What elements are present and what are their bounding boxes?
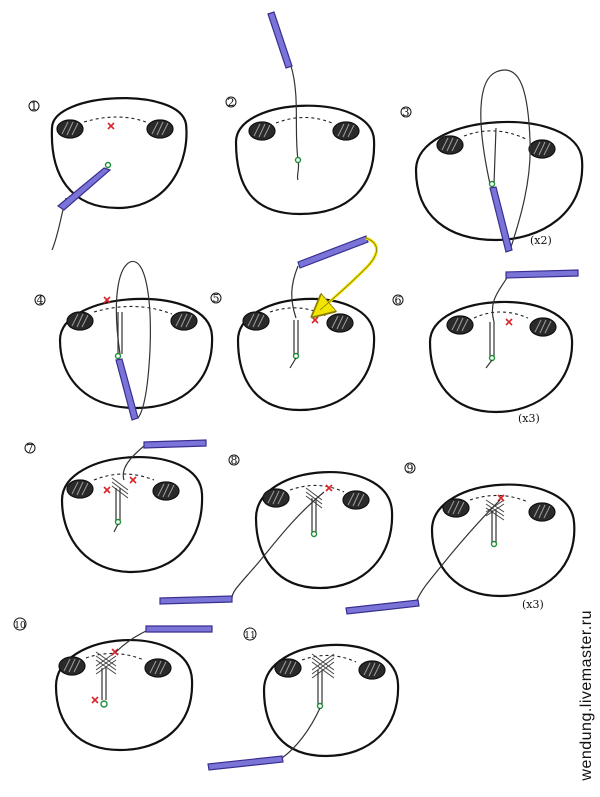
stitch-point	[292, 352, 300, 360]
target-cross	[505, 318, 513, 326]
cross-stitch	[311, 653, 335, 679]
step-number: 4	[37, 294, 44, 307]
stitch-point	[294, 156, 302, 164]
repeat-count: (x3)	[518, 412, 540, 425]
right-eye	[326, 313, 354, 333]
step-2: 2	[225, 11, 376, 216]
needle-icon	[345, 599, 420, 615]
step-6: 6 (x3)	[392, 269, 579, 425]
head-outline	[50, 97, 188, 210]
needle-icon	[297, 235, 369, 269]
step-number: 8	[231, 454, 238, 467]
step-11: 11	[207, 627, 400, 771]
head-outline	[234, 104, 376, 216]
step-4: 4	[34, 260, 214, 421]
target-cross	[311, 316, 319, 324]
target-cross	[325, 484, 333, 492]
repeat-count: (x2)	[530, 234, 552, 247]
stitch-point	[488, 180, 496, 188]
left-eye	[56, 119, 84, 139]
right-eye	[144, 658, 172, 678]
head-outline	[414, 120, 584, 242]
right-eye	[528, 139, 556, 159]
step-7: 7	[24, 439, 207, 574]
watermark: wendung.livemaster.ru	[578, 610, 595, 781]
needle-icon	[115, 358, 139, 421]
head-outline	[54, 639, 194, 752]
cross-stitch	[95, 651, 117, 675]
right-eye	[358, 660, 386, 680]
head-outline	[60, 456, 204, 574]
right-eye	[146, 119, 174, 139]
needle-icon	[159, 595, 233, 605]
left-eye	[262, 488, 290, 508]
head-outline	[254, 471, 394, 590]
stitch-point	[316, 702, 324, 710]
head-outline	[262, 643, 400, 758]
target-cross	[497, 494, 505, 502]
left-eye	[66, 479, 94, 499]
stitch-point	[104, 161, 112, 169]
stitch-point	[114, 352, 122, 360]
left-eye	[442, 498, 470, 518]
right-eye	[170, 311, 198, 331]
needle-icon	[505, 269, 579, 279]
needle-icon	[56, 167, 112, 211]
right-eye	[332, 121, 360, 141]
right-eye	[528, 502, 556, 522]
cross-stitch	[485, 499, 505, 521]
needle-icon	[145, 625, 213, 633]
needle-icon	[143, 439, 207, 449]
stitch-point	[490, 540, 498, 548]
needle-icon	[489, 186, 513, 253]
stitch-point	[488, 354, 496, 362]
step-number: 9	[407, 462, 414, 475]
head-outline	[236, 297, 376, 412]
step-number: 11	[244, 631, 255, 641]
head-outline	[428, 300, 574, 414]
step-number: 2	[228, 96, 235, 109]
left-eye	[66, 311, 94, 331]
needle-icon	[207, 755, 284, 771]
step-number: 6	[395, 294, 402, 307]
stitch-point	[100, 700, 108, 708]
step-1: 1	[28, 97, 188, 251]
step-number: 10	[14, 621, 26, 631]
step-10: 10	[13, 617, 213, 752]
left-eye	[446, 315, 474, 335]
step-number: 5	[213, 292, 220, 305]
repeat-count: (x3)	[522, 598, 544, 611]
step-8: 8	[159, 454, 394, 605]
target-cross	[91, 648, 119, 704]
step-9: 9 (x3)	[345, 462, 576, 615]
stitch-point	[310, 530, 318, 538]
step-number: 7	[27, 442, 34, 455]
left-eye	[58, 656, 86, 676]
left-eye	[436, 135, 464, 155]
step-5: 5	[210, 235, 378, 412]
step-number: 1	[31, 100, 38, 113]
head-outline	[430, 483, 576, 598]
right-eye	[152, 481, 180, 501]
target-cross	[103, 476, 137, 494]
target-cross	[107, 122, 115, 130]
left-eye	[242, 311, 270, 331]
left-eye	[248, 121, 276, 141]
stitch-point	[114, 518, 122, 526]
cross-stitch	[305, 487, 323, 509]
target-cross	[103, 296, 111, 304]
needle-icon	[267, 11, 293, 69]
right-eye	[342, 490, 370, 510]
left-eye	[274, 658, 302, 678]
step-number: 3	[403, 106, 410, 119]
step-3: 3 (x2)	[400, 69, 584, 253]
right-eye	[529, 317, 557, 337]
